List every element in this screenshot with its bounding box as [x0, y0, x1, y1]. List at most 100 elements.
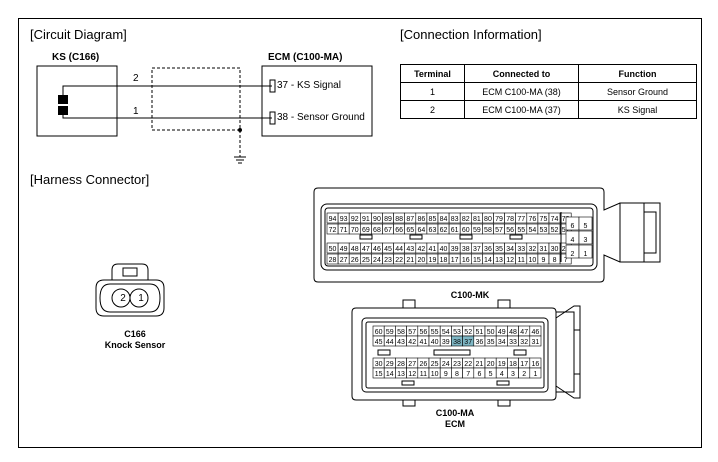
connector-pin-label: 26	[420, 361, 428, 368]
connector-pin-label: 51	[476, 329, 484, 336]
ma-connector-caption-2: ECM	[445, 419, 465, 429]
connector-pin-label: 64	[417, 227, 425, 234]
connector-pin-label: 86	[417, 216, 425, 223]
connector-pin-label: 53	[540, 227, 548, 234]
connector-pin-label: 68	[373, 227, 381, 234]
connector-pin-label: 16	[462, 257, 470, 264]
connector-pin-label: 37	[473, 246, 481, 253]
connector-pin-label: 69	[362, 227, 370, 234]
connector-pin-label: 43	[406, 246, 414, 253]
connector-pin-label: 55	[431, 329, 439, 336]
connector-pin-label: 60	[462, 227, 470, 234]
connector-pin-label: 33	[509, 339, 517, 346]
connector-pin-label: 57	[495, 227, 503, 234]
connector-pin-label: 52	[551, 227, 559, 234]
connector-pin-label: 90	[373, 216, 381, 223]
connector-pin-label: 9	[444, 371, 448, 378]
connector-pin-label: 78	[506, 216, 514, 223]
connector-pin-label: 3	[511, 371, 515, 378]
connector-pin-label: 88	[395, 216, 403, 223]
connector-pin-label: 79	[495, 216, 503, 223]
table-row: 1 ECM C100-MA (38) Sensor Ground	[400, 82, 697, 101]
connector-pin-label: 62	[440, 227, 448, 234]
connector-pin-label: 32	[528, 246, 536, 253]
connector-pin-label: 47	[520, 329, 528, 336]
connector-pin-label: 23	[453, 361, 461, 368]
connector-pin-label: 4	[500, 371, 504, 378]
connector-pin-label: 89	[384, 216, 392, 223]
connector-pin-label: 5	[489, 371, 493, 378]
connector-pin-label: 6	[571, 223, 575, 230]
connector-pin-label: 50	[487, 329, 495, 336]
connector-pin-label: 18	[509, 361, 517, 368]
connector-pin-label: 46	[532, 329, 540, 336]
wire-pin2-to-37	[62, 85, 272, 95]
connector-pin-label: 49	[498, 329, 506, 336]
connector-pin-label: 35	[495, 246, 503, 253]
ecm-component-label: ECM (C100-MA)	[268, 52, 343, 63]
connector-pin-label: 26	[351, 257, 359, 264]
connector-pin-label: 39	[451, 246, 459, 253]
connector-pin-label: 35	[487, 339, 495, 346]
connector-pin-label: 9	[541, 257, 545, 264]
connector-pin-label: 22	[395, 257, 403, 264]
ma-connector-caption-1: C100-MA	[435, 408, 475, 418]
connector-pin-label: 93	[340, 216, 348, 223]
connector-pin-label: 84	[440, 216, 448, 223]
ecm-pin37-terminal	[269, 79, 276, 93]
connector-pin-label: 2	[522, 371, 526, 378]
connector-pin-label: 21	[476, 361, 484, 368]
connector-pin-label: 10	[528, 257, 536, 264]
connector-pin-label: 56	[506, 227, 514, 234]
connector-pin-label: 25	[431, 361, 439, 368]
connector-pin-label: 51	[562, 227, 570, 234]
connector-pin	[578, 230, 593, 245]
connector-pin-label: 12	[506, 257, 514, 264]
ks-pin-1-label: 1	[133, 106, 139, 117]
connector-pin-label: 5	[584, 223, 588, 230]
connector-pin-label: 75	[540, 216, 548, 223]
connector-pin-label: 83	[451, 216, 459, 223]
ks-connector-pin-1	[129, 288, 149, 308]
connector-pin-label: 29	[562, 246, 570, 253]
connector-pin-label: 36	[476, 339, 484, 346]
connector-pin-label: 4	[571, 237, 575, 244]
connector-pin-label: 58	[484, 227, 492, 234]
connector-pin-label: 87	[406, 216, 414, 223]
connector-pin-label: 41	[429, 246, 437, 253]
knock-sensor-connector	[95, 263, 165, 317]
connector-pin-label: 30	[551, 246, 559, 253]
diagram-frame	[18, 18, 702, 448]
connector-pin-label: 65	[406, 227, 414, 234]
connector-pin-label: 8	[455, 371, 459, 378]
connector-pin-label: 45	[375, 339, 383, 346]
connector-pin-label: 18	[440, 257, 448, 264]
connector-pin-label: 31	[540, 246, 548, 253]
connector-pin	[559, 253, 572, 265]
connector-pin-label: 28	[397, 361, 405, 368]
connector-pin-label: 34	[506, 246, 514, 253]
connector-pin-label: 52	[464, 329, 472, 336]
connector-pin-label: 16	[532, 361, 540, 368]
connector-pin-label: 34	[498, 339, 506, 346]
connector-pin-label: 48	[351, 246, 359, 253]
connector-pin	[529, 335, 542, 347]
connector-pin-label: 94	[329, 216, 337, 223]
connection-table: Terminal Connected to Function 1 ECM C10…	[400, 64, 697, 119]
connector-pin-label: 77	[517, 216, 525, 223]
connector-pin-label: 91	[362, 216, 370, 223]
connector-pin-label: 8	[553, 257, 557, 264]
connector-pin-label: 54	[528, 227, 536, 234]
connector-pin-label: 42	[408, 339, 416, 346]
connector-pin-label: 58	[397, 329, 405, 336]
connector-pin-label: 12	[408, 371, 416, 378]
connector-pin-label: 29	[386, 361, 394, 368]
connector-pin-label: 85	[429, 216, 437, 223]
ks-connector-caption-1: C166	[124, 329, 146, 339]
connector-pin-label: 42	[417, 246, 425, 253]
ecm-pin38-terminal	[269, 111, 276, 125]
connector-pin-label: 80	[484, 216, 492, 223]
connector-pin-label: 33	[517, 246, 525, 253]
connector-pin-label: 19	[429, 257, 437, 264]
